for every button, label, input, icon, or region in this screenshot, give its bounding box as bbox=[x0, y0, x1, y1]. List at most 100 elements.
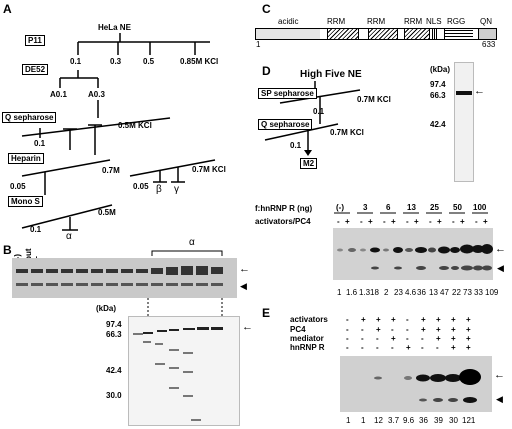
e-sign-2-0: - bbox=[346, 334, 349, 343]
e-sign-1-3: - bbox=[391, 325, 394, 334]
d-value-0: 1 bbox=[337, 288, 342, 297]
e-sign-2-5: - bbox=[421, 334, 424, 343]
e-sign-2-8: + bbox=[466, 334, 471, 343]
e-sign-0-2: + bbox=[376, 315, 381, 324]
p11-box: P11 bbox=[25, 35, 45, 46]
d-value-6: 4.6 bbox=[405, 288, 417, 297]
d-kda-label: (kDa) bbox=[430, 65, 451, 74]
right-frac-3: 0.7M KCl bbox=[192, 165, 226, 174]
q-salt-label: 0.5M KCl bbox=[118, 121, 152, 130]
e-sign-1-0: - bbox=[346, 325, 349, 334]
beta-label: β bbox=[156, 184, 162, 195]
d-value-3: 18 bbox=[370, 288, 379, 297]
e-sign-3-3: - bbox=[391, 343, 394, 352]
d-value-5: 23 bbox=[394, 288, 403, 297]
c-label-qn: QN bbox=[480, 17, 492, 26]
e-sign-3-1: - bbox=[361, 343, 364, 352]
q-low-label: 0.1 bbox=[34, 139, 46, 148]
domain-rrm-3 bbox=[404, 29, 430, 39]
d-value-11: 73 bbox=[463, 288, 472, 297]
c-start-label: 1 bbox=[256, 40, 261, 49]
e-sign-3-4: + bbox=[406, 343, 411, 352]
d-source-label: High Five NE bbox=[300, 69, 362, 80]
d-value-12: 33 bbox=[474, 288, 483, 297]
d-amount-1: 3 bbox=[363, 203, 368, 212]
d-amount-4: 25 bbox=[430, 203, 439, 212]
d-transcription-gel bbox=[333, 228, 493, 280]
e-row-mediator: mediator bbox=[290, 334, 324, 343]
p11-frac-1: 0.3 bbox=[110, 57, 122, 66]
d-gel-arrowhead-icon: ◀ bbox=[497, 263, 504, 273]
c-label-rrm-3: RRM bbox=[404, 17, 423, 26]
domain-rgg bbox=[444, 29, 473, 39]
p11-frac-3: 0.85M KCl bbox=[180, 57, 219, 66]
e-sign-1-7: + bbox=[451, 325, 456, 334]
e-sign-3-8: + bbox=[466, 343, 471, 352]
e-sign-2-2: - bbox=[376, 334, 379, 343]
c-label-rrm-1: RRM bbox=[327, 17, 346, 26]
d-value-1: 1.6 bbox=[346, 288, 358, 297]
sp-sepharose-box: SP sepharose bbox=[258, 88, 317, 99]
domain-qn bbox=[478, 29, 496, 39]
e-row-hnrnp-r: hnRNP R bbox=[290, 343, 325, 352]
panel-label-e: E bbox=[262, 306, 271, 320]
d-sign-4: - bbox=[383, 217, 386, 226]
c-end-label: 633 bbox=[482, 40, 496, 49]
de52-frac-0: A0.1 bbox=[50, 90, 67, 99]
e-value-5: 36 bbox=[419, 416, 428, 425]
d-q-salt-label: 0.7M KCl bbox=[330, 128, 364, 137]
b-arrow-icon: ← bbox=[239, 263, 250, 275]
d-purified-blot bbox=[454, 62, 474, 182]
e-value-2: 12 bbox=[374, 416, 383, 425]
d-row1-label: f:hnRNP R (ng) bbox=[255, 204, 313, 213]
d-marker-66: 66.3 bbox=[430, 91, 446, 100]
sp-low-label: 0.1 bbox=[313, 107, 325, 116]
e-sign-1-2: + bbox=[376, 325, 381, 334]
b-blot-arrow-icon: ← bbox=[242, 321, 253, 333]
e-gel-arrowhead-icon: ◀ bbox=[496, 394, 503, 404]
d-sign-9: + bbox=[437, 217, 442, 226]
d-sign-6: - bbox=[406, 217, 409, 226]
mono-s-box: Mono S bbox=[8, 196, 43, 207]
panel-label-d: D bbox=[262, 64, 271, 78]
d-sign-8: - bbox=[429, 217, 432, 226]
e-sign-2-3: + bbox=[391, 334, 396, 343]
d-value-7: 36 bbox=[417, 288, 426, 297]
e-value-1: 1 bbox=[361, 416, 366, 425]
e-sign-2-1: - bbox=[361, 334, 364, 343]
d-sign-2: - bbox=[360, 217, 363, 226]
d-sign-13: + bbox=[483, 217, 488, 226]
e-sign-2-4: - bbox=[406, 334, 409, 343]
e-sign-0-0: - bbox=[346, 315, 349, 324]
d-value-13: 109 bbox=[485, 288, 499, 297]
e-sign-1-6: + bbox=[436, 325, 441, 334]
e-sign-1-5: + bbox=[421, 325, 426, 334]
d-sign-3: + bbox=[368, 217, 373, 226]
alpha-label: α bbox=[66, 231, 72, 242]
d-value-9: 47 bbox=[440, 288, 449, 297]
d-sign-12: - bbox=[475, 217, 478, 226]
b-western-blot bbox=[128, 316, 240, 426]
b-marker-66: 66.3 bbox=[106, 330, 122, 339]
e-row-pc4: PC4 bbox=[290, 325, 306, 334]
b-marker-30: 30.0 bbox=[106, 391, 122, 400]
heparin-frac-0: 0.05 bbox=[10, 182, 26, 191]
d-q-low-label: 0.1 bbox=[290, 141, 302, 150]
e-sign-3-2: - bbox=[376, 343, 379, 352]
panel-label-c: C bbox=[262, 2, 271, 16]
e-value-7: 30 bbox=[449, 416, 458, 425]
de52-frac-1: A0.3 bbox=[88, 90, 105, 99]
p11-frac-2: 0.5 bbox=[143, 57, 155, 66]
e-sign-0-5: + bbox=[421, 315, 426, 324]
d-amount-3: 13 bbox=[407, 203, 416, 212]
d-amount-5: 50 bbox=[453, 203, 462, 212]
e-sign-3-7: + bbox=[451, 343, 456, 352]
domain-rrm-1 bbox=[327, 29, 359, 39]
e-sign-0-1: + bbox=[361, 315, 366, 324]
e-sign-0-4: - bbox=[406, 315, 409, 324]
d-sign-11: + bbox=[460, 217, 465, 226]
p11-frac-0: 0.1 bbox=[70, 57, 82, 66]
heparin-frac-1: 0.7M bbox=[102, 166, 120, 175]
